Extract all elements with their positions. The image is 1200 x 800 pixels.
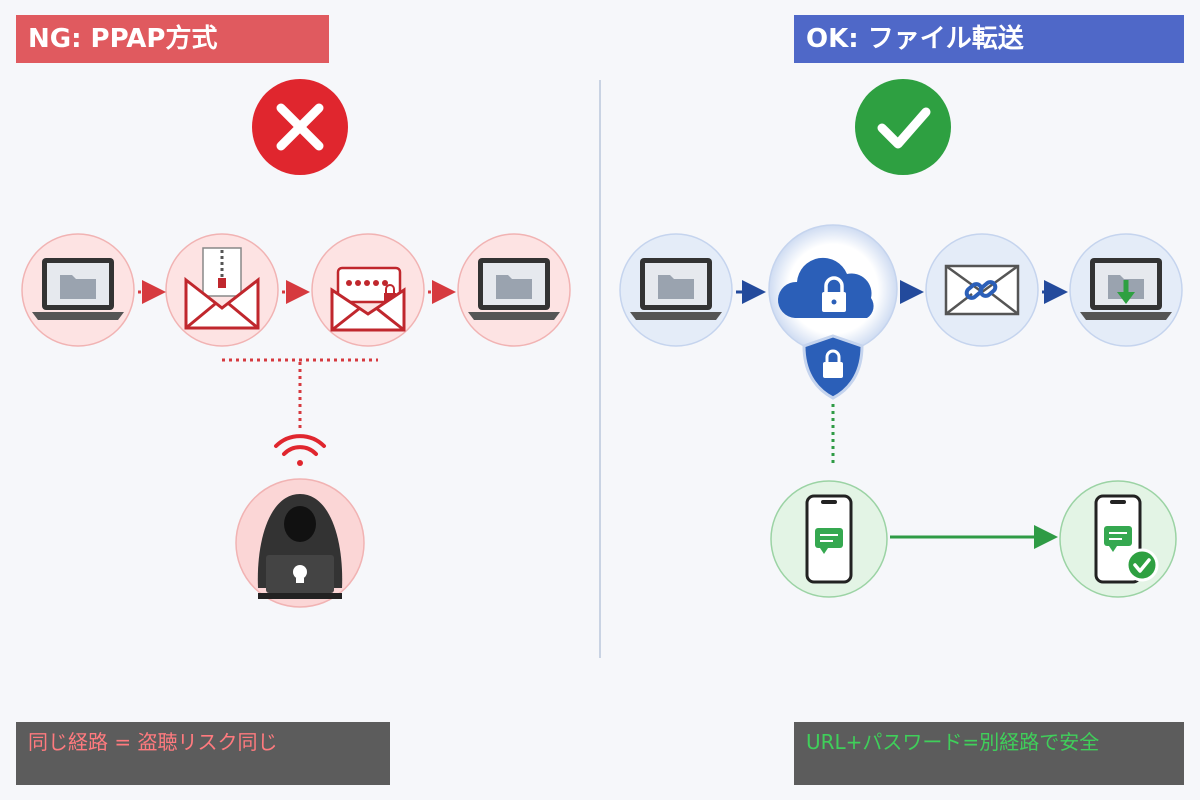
laptop-download-icon — [1080, 258, 1172, 320]
cloud-lock-icon — [777, 257, 874, 318]
ok-caption: URL+パスワード=別経路で安全 — [794, 722, 1184, 785]
phone-message-icon — [805, 494, 853, 584]
ok-phone-sender — [770, 480, 888, 598]
ng-step-zip-email — [165, 233, 279, 347]
ng-title: NG: PPAP方式 — [16, 15, 329, 63]
password-email-icon — [330, 266, 406, 332]
laptop-folder-icon — [32, 258, 124, 320]
wifi-signal-icon — [274, 434, 326, 466]
ng-step-password-email — [311, 233, 425, 347]
ok-phone-recipient — [1059, 480, 1177, 598]
ok-step-link-email — [925, 233, 1039, 347]
check-icon — [855, 79, 951, 175]
cross-icon — [252, 79, 348, 175]
ng-step-sender-laptop — [21, 233, 135, 347]
zip-email-icon — [184, 247, 260, 330]
panel-divider — [599, 80, 601, 658]
ok-title: OK: ファイル転送 — [794, 15, 1184, 63]
ng-step-recipient-laptop — [457, 233, 571, 347]
laptop-folder-icon — [468, 258, 560, 320]
link-email-icon — [944, 264, 1020, 316]
ok-step-secure-cloud — [768, 224, 898, 354]
ng-caption: 同じ経路 = 盗聴リスク同じ — [16, 722, 390, 785]
ok-step-recipient-laptop — [1069, 233, 1183, 347]
laptop-folder-icon — [630, 258, 722, 320]
interception-line — [222, 358, 378, 428]
phone-message-check-icon — [1094, 494, 1159, 584]
shield-lock-icon — [802, 334, 864, 400]
ok-step-sender-laptop — [619, 233, 733, 347]
hacker-icon — [235, 478, 365, 608]
